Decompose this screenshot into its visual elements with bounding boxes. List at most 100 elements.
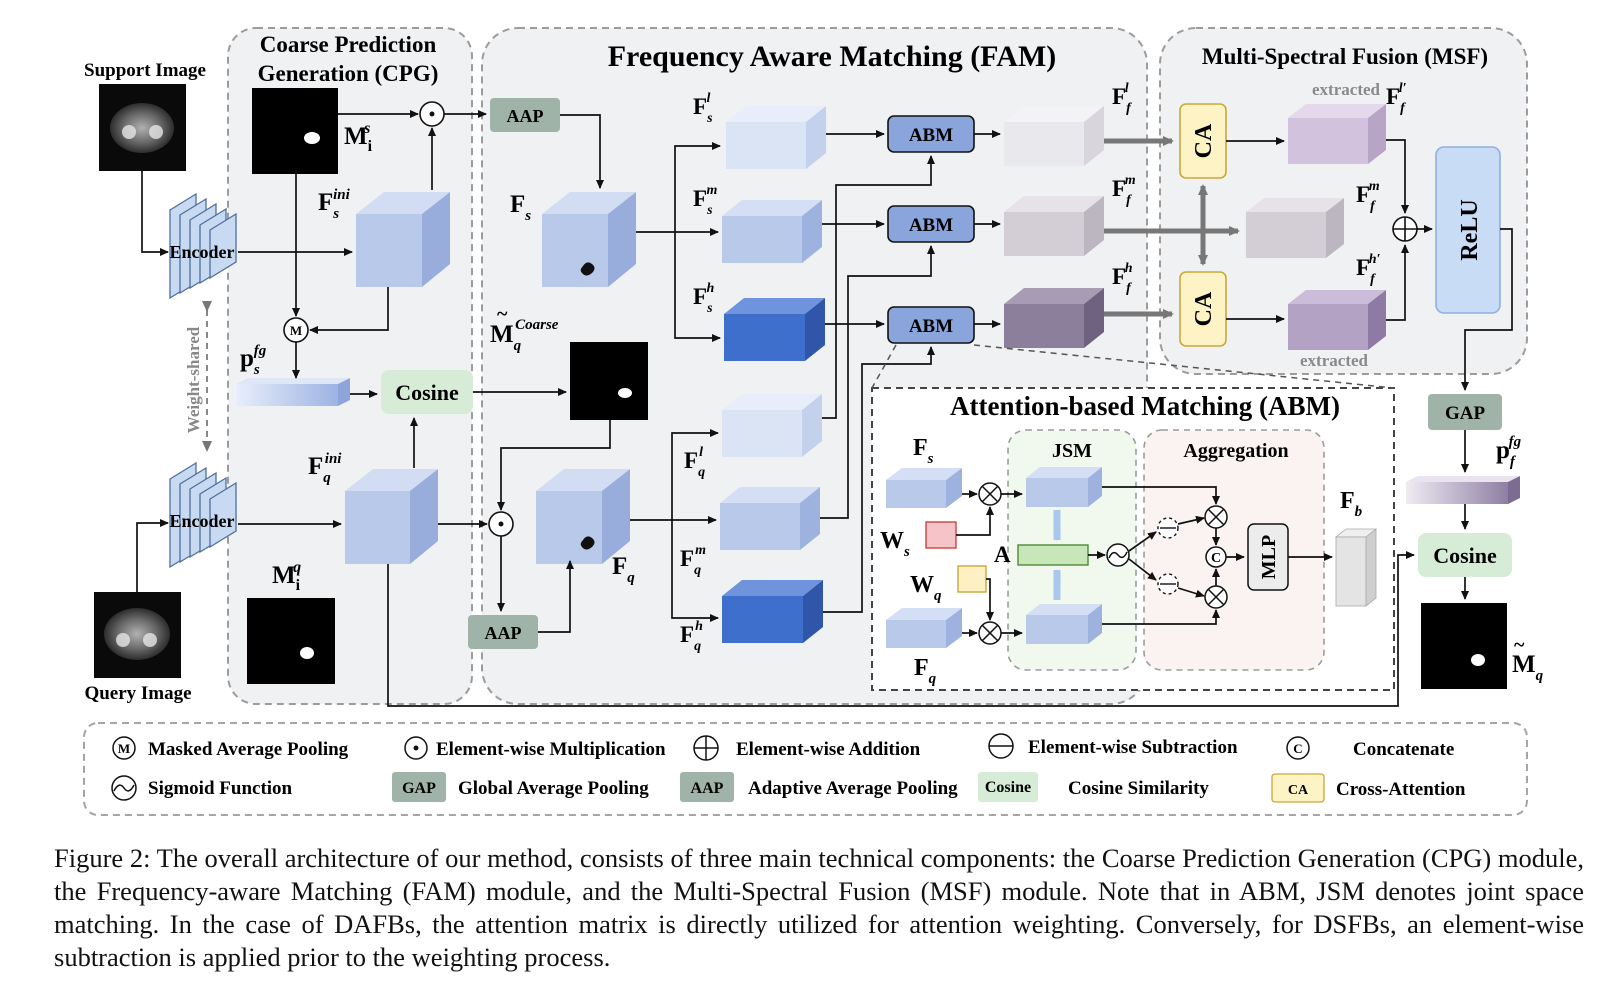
msf-cosine-label: Cosine bbox=[1433, 543, 1497, 568]
legend-aap-icon bbox=[680, 772, 734, 802]
abm-f-s-cube bbox=[886, 468, 962, 508]
svg-text:CA: CA bbox=[1191, 291, 1217, 326]
optional-sub-op-bottom bbox=[1157, 573, 1179, 595]
extracted-label-top: extracted bbox=[1312, 80, 1381, 99]
legend-aap: Adaptive Average Pooling bbox=[748, 778, 958, 799]
legend-ca-icon-label: CA bbox=[1288, 783, 1309, 798]
extracted-label-bottom: extracted bbox=[1300, 351, 1369, 370]
aggregation-panel bbox=[1143, 429, 1325, 671]
weight-shared-label: Weight-shared bbox=[184, 326, 203, 433]
masked-avg-pool-symbol: M bbox=[290, 323, 302, 338]
fusion-arrows bbox=[1104, 136, 1240, 319]
legend-aap-icon-label: AAP bbox=[691, 780, 724, 797]
legend-masked-avg-pool: Masked Average Pooling bbox=[148, 739, 349, 760]
legend-mult-icon bbox=[404, 736, 428, 760]
final-prediction-label: Mq bbox=[1512, 651, 1544, 684]
mask-s-label: Mis bbox=[344, 120, 373, 155]
concat-op: C bbox=[1205, 546, 1227, 568]
svg-text:ABM: ABM bbox=[909, 215, 953, 236]
f-f-l-cube bbox=[1004, 106, 1104, 166]
p-s-fg-label: psfg bbox=[240, 343, 267, 378]
svg-text:ABM: ABM bbox=[909, 316, 953, 337]
abm-f-q-label: Fq bbox=[914, 655, 937, 687]
w-q-label: Wq bbox=[910, 572, 942, 604]
f-f-h-cube bbox=[1004, 288, 1104, 348]
w-s-box bbox=[925, 521, 957, 549]
f-f-m-label: Ffm bbox=[1112, 173, 1136, 208]
w-s-label: Ws bbox=[880, 528, 910, 560]
f-q-l-label: Fql bbox=[684, 445, 705, 480]
f-s-h-label: Fsh bbox=[693, 281, 715, 316]
abm-block-high: ABM bbox=[887, 306, 975, 344]
svg-text:ABM: ABM bbox=[909, 125, 953, 146]
relu-block: ReLU bbox=[1435, 146, 1501, 314]
sigmoid-op bbox=[1106, 543, 1130, 567]
cpg-cosine-label: Cosine bbox=[395, 380, 459, 405]
legend-gap-icon-label: GAP bbox=[402, 780, 436, 797]
f-f-h-prime-label: Ffh′ bbox=[1356, 252, 1381, 287]
legend-gap-icon bbox=[392, 772, 446, 802]
agg-mult-op-top bbox=[1204, 505, 1228, 529]
svg-text:C: C bbox=[1211, 551, 1221, 566]
gap-box bbox=[1428, 394, 1502, 430]
support-image-label: Support Image bbox=[84, 60, 206, 81]
svg-text:CA: CA bbox=[1191, 123, 1217, 158]
ca-block-bottom: CA bbox=[1179, 271, 1227, 347]
legend-cosine-icon-label: Cosine bbox=[985, 779, 1031, 796]
legend-sub-icon bbox=[988, 733, 1014, 759]
fam-aap-top-label: AAP bbox=[507, 106, 544, 126]
abm-mult-op-q bbox=[978, 621, 1002, 645]
query-encoder bbox=[169, 461, 237, 569]
svg-text:C: C bbox=[1293, 741, 1302, 756]
query-mult-dot bbox=[498, 521, 504, 527]
f-q-m-label: Fqm bbox=[680, 543, 706, 578]
support-encoder bbox=[169, 192, 237, 300]
architecture-diagram: Coarse Prediction Generation (CPG) Frequ… bbox=[83, 27, 1544, 816]
f-s-m-cube bbox=[722, 200, 822, 263]
f-s-cube bbox=[542, 192, 636, 287]
legend-cosine: Cosine Similarity bbox=[1068, 778, 1209, 799]
legend-ca-icon bbox=[1271, 773, 1325, 803]
f-b-label: Fb bbox=[1340, 488, 1363, 520]
f-q-h-label: Fqh bbox=[680, 619, 703, 654]
svg-text:ReLU: ReLU bbox=[1457, 199, 1483, 260]
f-s-ini-cube bbox=[356, 192, 450, 287]
optional-sub-op-top bbox=[1157, 517, 1179, 539]
fam-aap-top bbox=[490, 98, 560, 132]
legend-sigmoid-icon bbox=[111, 775, 137, 801]
f-f-h-label: Ffh bbox=[1112, 261, 1133, 296]
f-f-m-msf-label: Ffm bbox=[1356, 179, 1380, 214]
legend-concat-icon: C bbox=[1286, 736, 1310, 760]
legend-ca: Cross-Attention bbox=[1336, 779, 1466, 800]
f-q-ini-label: Fqini bbox=[308, 451, 342, 486]
coarse-mask-label: MqCoarse bbox=[490, 317, 559, 354]
abm-f-s-label: Fs bbox=[913, 435, 934, 467]
legend-add-icon bbox=[693, 735, 719, 761]
f-f-l-prime-cube bbox=[1288, 104, 1386, 164]
msf-title: Multi-Spectral Fusion (MSF) bbox=[1202, 44, 1488, 69]
figure-caption: Figure 2: The overall architecture of ou… bbox=[54, 843, 1584, 972]
legend-cosine-icon bbox=[978, 772, 1038, 802]
f-q-cube bbox=[536, 469, 630, 564]
support-mult-dot bbox=[429, 111, 435, 117]
p-s-fg-vector bbox=[236, 378, 350, 406]
f-f-l-label: Ffl bbox=[1112, 81, 1132, 116]
legend-gap: Global Average Pooling bbox=[458, 778, 649, 799]
f-s-l-cube bbox=[726, 106, 826, 169]
f-q-ini-cube bbox=[345, 469, 438, 564]
f-q-label: Fq bbox=[612, 553, 635, 586]
query-image bbox=[94, 592, 181, 678]
abm-mult-op-s bbox=[978, 482, 1002, 506]
f-q-l-cube bbox=[722, 394, 822, 457]
support-mask bbox=[252, 88, 338, 174]
support-encoder-label: Encoder bbox=[170, 242, 235, 262]
coarse-mask bbox=[570, 342, 648, 420]
legend-sub: Element-wise Subtraction bbox=[1028, 737, 1238, 758]
f-q-h-cube bbox=[722, 580, 823, 643]
w-q-box bbox=[957, 565, 987, 593]
msf-cosine-box bbox=[1418, 533, 1512, 577]
gap-box-label: GAP bbox=[1445, 403, 1486, 424]
cpg-title-line1: Coarse Prediction bbox=[260, 32, 437, 57]
f-f-h-prime-cube bbox=[1288, 290, 1386, 350]
legend-masked-avg-pool-icon: M bbox=[112, 736, 136, 760]
